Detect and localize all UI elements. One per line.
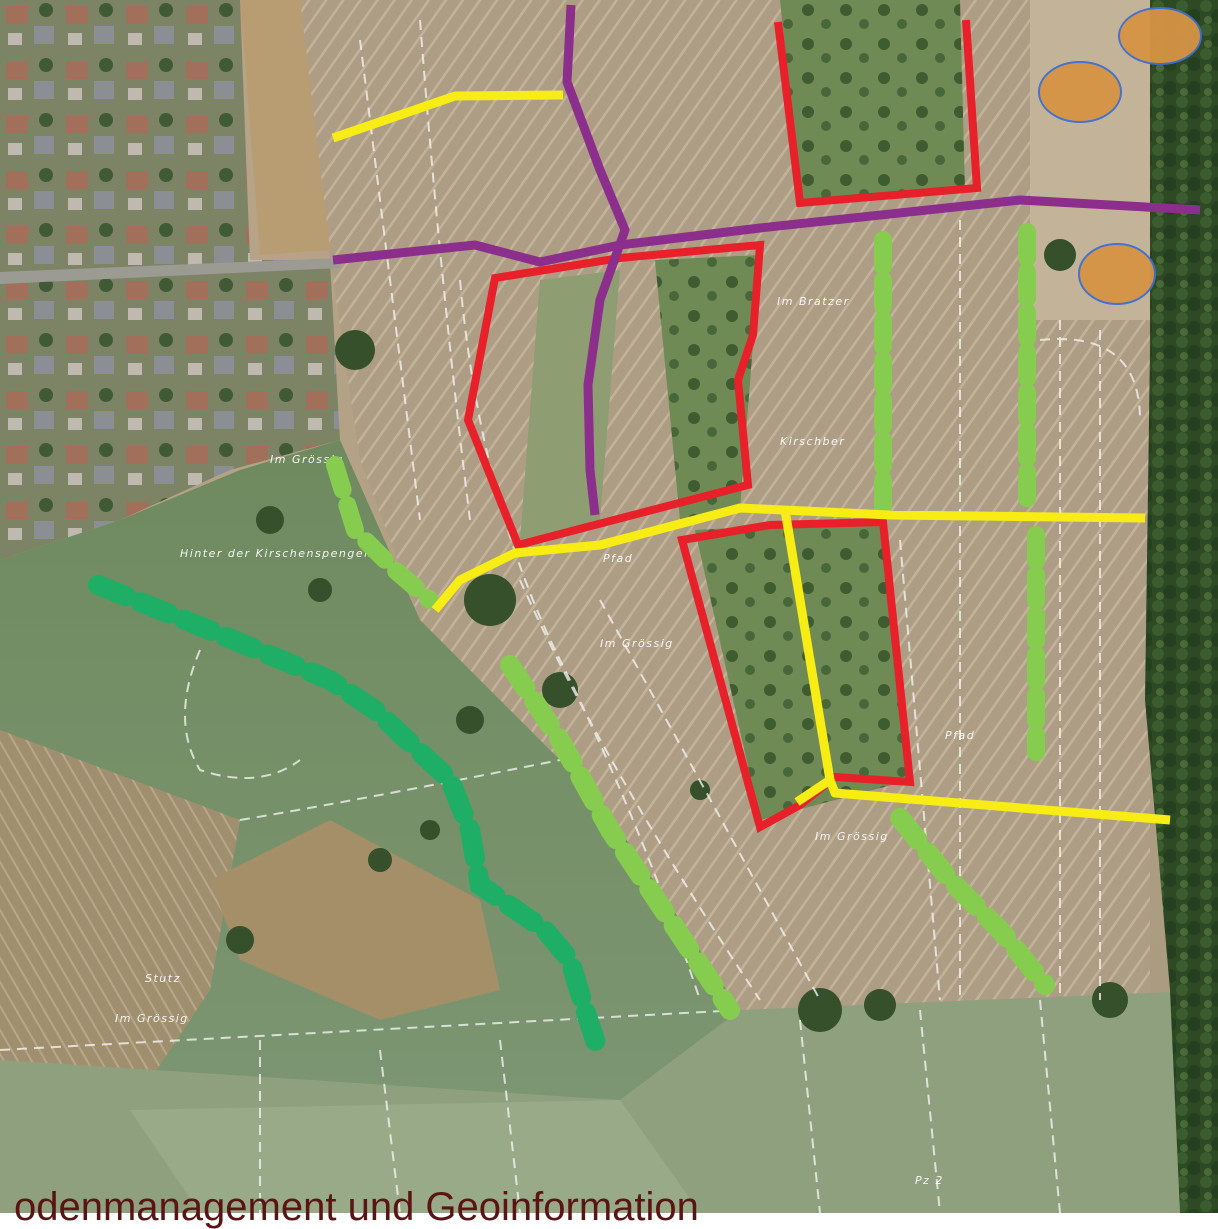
label-parz: Pz 2 — [915, 1174, 944, 1187]
orange-area-1 — [1118, 7, 1202, 65]
construction-strip — [240, 0, 330, 255]
parcel-boundaries — [0, 19, 1141, 1213]
label-im-grossig-top: Im Grössig — [270, 453, 344, 466]
orchard-strip-a — [655, 255, 760, 520]
orchard-center — [695, 520, 910, 820]
scattered-trees — [226, 239, 1128, 1032]
purple-path-vertical — [562, 4, 630, 516]
label-hermanns-platz: Im Bratzer — [777, 295, 850, 308]
label-hinter-kirche: Hinter der Kirschenspengen — [180, 547, 373, 560]
orchard-top — [780, 0, 965, 200]
label-pfad-small: Pfad — [603, 552, 633, 565]
label-im-grossig-bottom: Im Grössig — [815, 830, 889, 843]
forest-edge — [1145, 0, 1218, 1213]
yellow-paths — [331, 90, 1171, 825]
field-lower-left — [0, 730, 240, 1110]
caption-text: odenmanagement und Geoinformation — [14, 1185, 699, 1229]
field-labels: Im Grössig Im Grössig Im Grössig Im Grös… — [115, 295, 975, 1187]
label-im-grossig-center: Im Grössig — [600, 637, 674, 650]
red-outline-top — [774, 19, 982, 208]
red-outline-middle — [463, 240, 765, 550]
yellow-path-middle — [431, 503, 1146, 613]
yellow-connector — [794, 776, 833, 806]
label-im-grossig-left: Im Grössig — [115, 1012, 189, 1025]
light-green-corridor-2 — [500, 655, 740, 1020]
field-lower-middle — [210, 820, 500, 1020]
yellow-path-top — [331, 90, 564, 143]
purple-paths — [332, 4, 1201, 516]
orange-area-3 — [1078, 243, 1156, 305]
yellow-path-lower — [780, 509, 1171, 825]
red-outline-lower — [676, 517, 915, 833]
street — [0, 258, 340, 284]
red-outlines — [463, 19, 982, 833]
grass-field-bottom-inner — [130, 1100, 700, 1213]
label-am-pfad: Pfad — [945, 729, 975, 742]
light-green-corridor-6 — [890, 808, 1055, 995]
label-im-stutz: Stutz — [145, 972, 181, 985]
dark-green-corridor — [88, 575, 610, 1065]
orange-area-2 — [1038, 61, 1122, 123]
light-green-corridor-1 — [326, 456, 439, 609]
residential-area — [0, 0, 340, 560]
label-kirschenbaum: Kirschber — [780, 435, 845, 448]
orange-areas — [1038, 7, 1202, 305]
green-corridors — [88, 223, 1055, 1065]
